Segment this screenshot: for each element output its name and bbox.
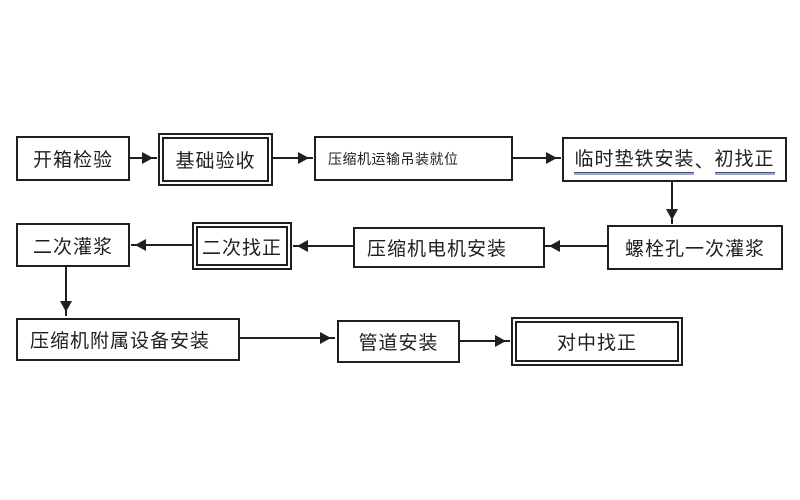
node-foundation-acceptance: 基础验收 (158, 133, 273, 186)
node-center-alignment: 对中找正 (511, 317, 683, 366)
arrow-motor-to-secondalign (293, 240, 353, 252)
arrow-secondalign-to-secondgrout (131, 239, 192, 251)
node-bolt-hole-first-grouting: 螺栓孔一次灌浆 (607, 225, 783, 270)
arrow-foundation-to-transport (273, 152, 313, 164)
node-second-alignment: 二次找正 (192, 222, 292, 270)
arrow-unpack-to-foundation (130, 152, 157, 164)
arrow-transport-to-shim (513, 152, 561, 164)
shim-label-part2: 初找正 (715, 144, 775, 175)
node-compressor-motor-install: 压缩机电机安装 (353, 227, 545, 268)
shim-label-part1: 临时垫铁安装 (574, 144, 694, 175)
node-unpack-inspection: 开箱检验 (16, 136, 130, 181)
node-piping-install: 管道安装 (337, 320, 460, 363)
arrow-piping-to-centeralign (460, 335, 510, 347)
shim-label-separator: 、 (694, 151, 715, 172)
arrow-auxiliary-to-piping (240, 332, 335, 344)
node-second-grouting: 二次灌浆 (16, 223, 130, 267)
arrow-boltgrout-to-motor (545, 240, 607, 252)
node-compressor-transport: 压缩机运输吊装就位 (314, 136, 513, 181)
node-temporary-shim-alignment: 临时垫铁安装、初找正 (562, 137, 787, 182)
arrow-shim-to-boltgrout (666, 182, 678, 224)
node-auxiliary-equipment-install: 压缩机附属设备安装 (16, 318, 240, 361)
arrow-secondgrout-to-auxiliary (60, 267, 72, 316)
